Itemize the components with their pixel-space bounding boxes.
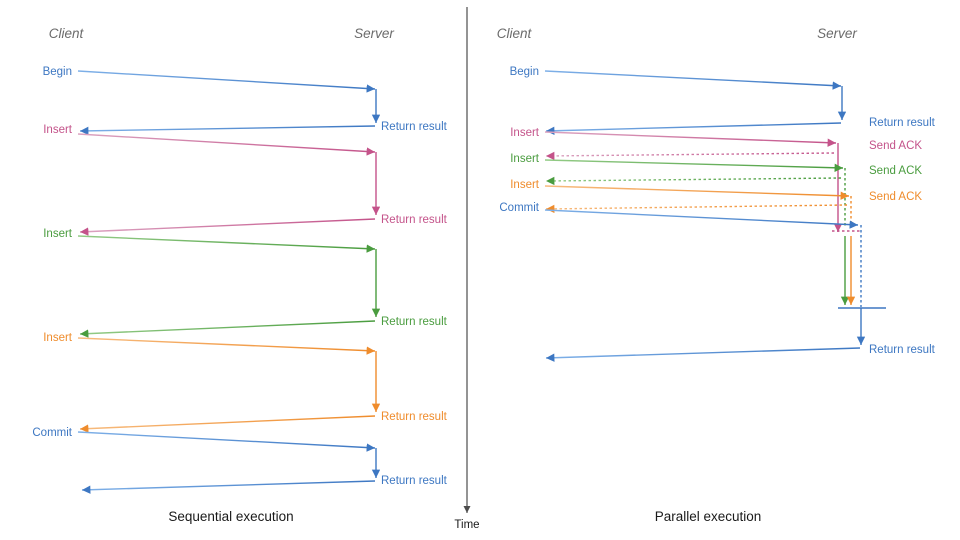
server-message-label-return-result-0: Return result: [381, 121, 448, 133]
client-message-label-insert-1: Insert: [43, 124, 73, 136]
client-message-label-insert-2: Insert: [43, 228, 73, 240]
client-message-label-commit-4: Commit: [499, 202, 539, 214]
server-message-label-send-ack-2: Send ACK: [869, 165, 922, 177]
panel-caption-parallel: Parallel execution: [655, 509, 762, 524]
begin-transaction-request-arrow: [544, 70, 842, 90]
begin-transaction-response-arrow: [79, 125, 376, 136]
server-message-label-return-result-1: Return result: [381, 214, 448, 226]
insert-2-request-arrow: [544, 159, 844, 172]
server-message-label-send-ack-1: Send ACK: [869, 140, 922, 152]
lane-heading-server: Server: [817, 26, 857, 41]
commit-transaction-request-arrow: [544, 209, 859, 229]
server-message-label-return-result-3: Return result: [381, 411, 448, 423]
server-message-label-return-result-2: Return result: [381, 316, 448, 328]
client-message-label-insert-3: Insert: [43, 332, 73, 344]
insert-2-ack-arrow: [545, 176, 842, 186]
insert-2-response-arrow: [79, 320, 376, 338]
insert-1-ack-arrow: [545, 151, 835, 161]
client-message-label-commit-4: Commit: [32, 427, 72, 439]
server-message-label-send-ack-3: Send ACK: [869, 191, 922, 203]
panel-caption-sequential: Sequential execution: [168, 509, 293, 524]
message-lines-layer: [77, 7, 886, 513]
insert-1-request-arrow: [544, 131, 837, 147]
insert-1-response-arrow: [79, 218, 376, 236]
insert-3-response-arrow: [79, 415, 376, 433]
begin-transaction-response-arrow: [545, 122, 842, 135]
server-message-label-return-result-4: Return result: [381, 475, 448, 487]
commit-transaction-response-arrow: [545, 347, 861, 362]
insert-3-request-arrow: [544, 185, 850, 200]
insert-3-ack-arrow: [545, 204, 848, 214]
lane-heading-client: Client: [49, 26, 85, 41]
insert-3-request-arrow: [77, 337, 376, 355]
client-message-label-insert-2: Insert: [510, 153, 540, 165]
client-message-label-insert-3: Insert: [510, 179, 540, 191]
client-message-label-begin-0: Begin: [510, 66, 539, 78]
commit-transaction-request-arrow: [77, 431, 376, 452]
server-message-label-return-result-0: Return result: [869, 117, 936, 129]
time-axis-label: Time: [454, 519, 479, 531]
lane-heading-client: Client: [497, 26, 533, 41]
insert-1-request-arrow: [77, 133, 376, 156]
begin-transaction-request-arrow: [77, 70, 376, 93]
insert-2-request-arrow: [77, 235, 376, 253]
commit-transaction-response-arrow: [81, 480, 376, 494]
server-message-label-return-result-4: Return result: [869, 344, 936, 356]
client-message-label-begin-0: Begin: [43, 66, 72, 78]
client-message-label-insert-1: Insert: [510, 127, 540, 139]
lane-heading-server: Server: [354, 26, 394, 41]
